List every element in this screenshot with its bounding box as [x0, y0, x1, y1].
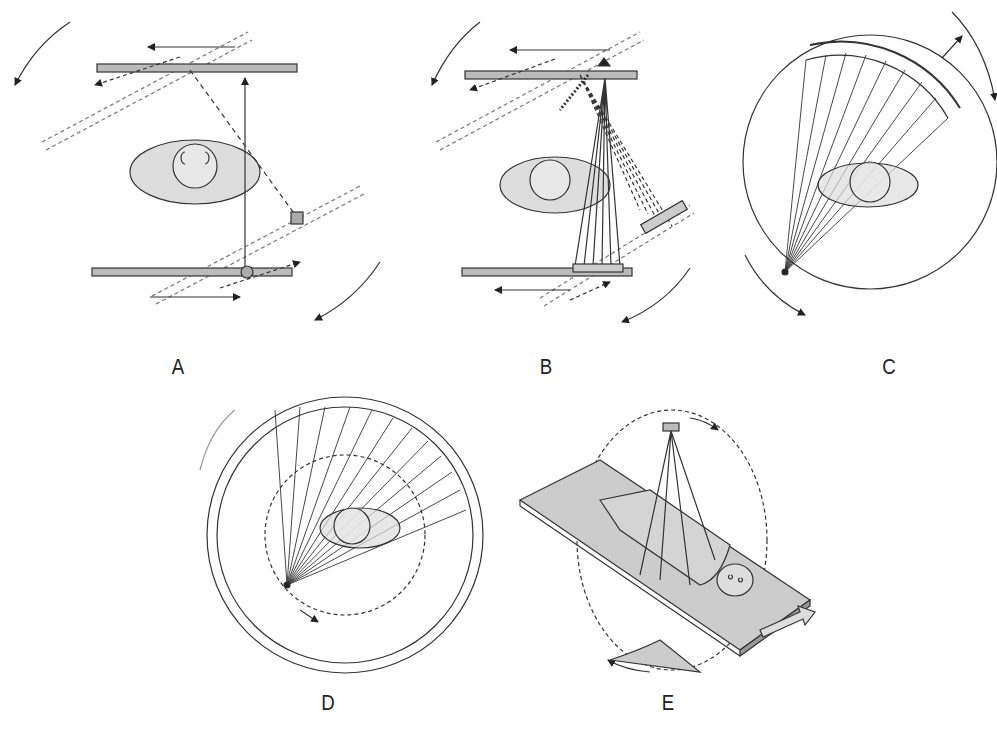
panel-b [432, 22, 694, 322]
panel-c [743, 12, 997, 315]
panel-a [15, 22, 380, 320]
panel-label: C [882, 356, 896, 378]
panel-label: B [540, 356, 552, 378]
panel-d [200, 397, 483, 673]
panel-e [520, 410, 815, 672]
panel-label: A [172, 356, 184, 378]
panel-label: D [321, 692, 335, 714]
panel-label: E [662, 692, 674, 714]
